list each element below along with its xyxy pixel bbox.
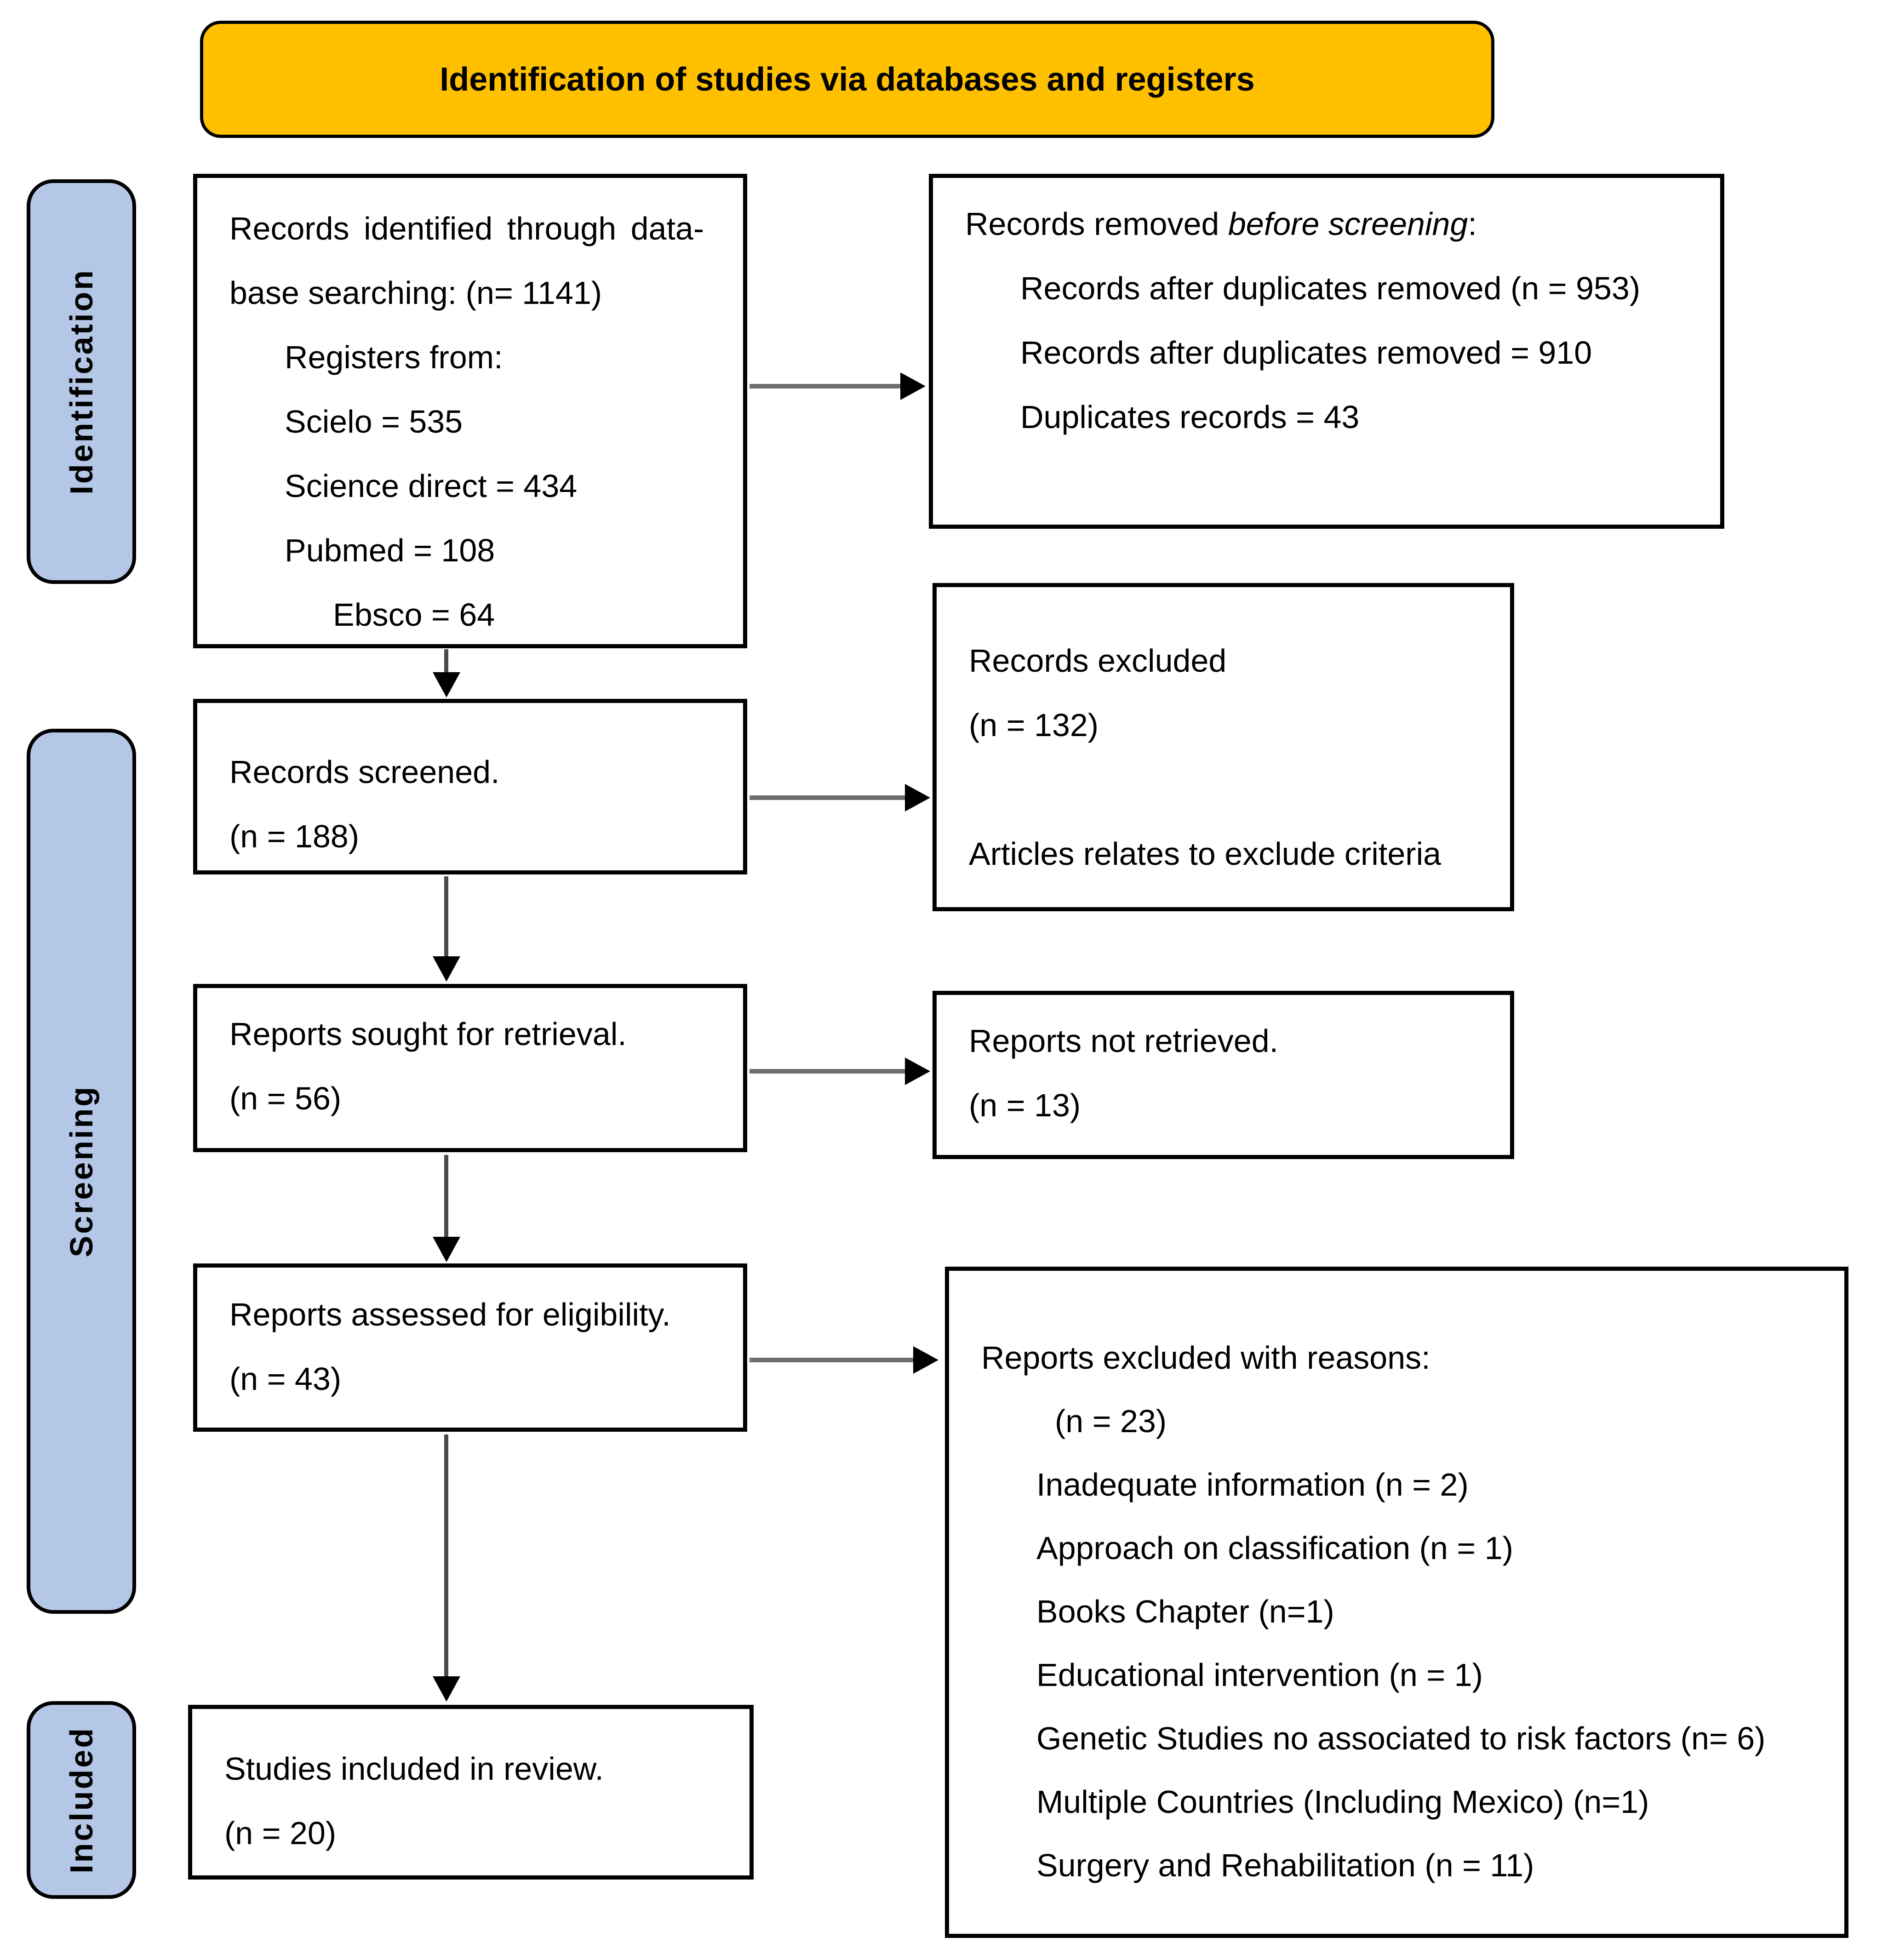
records-removed-heading-prefix: Records removed <box>965 206 1228 242</box>
stage-label-screening-text: Screening <box>63 1085 99 1257</box>
records-identified-line: Scielo = 535 <box>285 404 463 440</box>
records-removed-item: Records after duplicates removed (n = 95… <box>1020 270 1641 306</box>
diagram-title-text: Identification of studies via databases … <box>440 61 1255 98</box>
stage-label-screening: Screening <box>27 729 136 1614</box>
excluded-reason-item: Genetic Studies no associated to risk fa… <box>1036 1720 1766 1756</box>
stage-label-identification-text: Identification <box>63 269 99 495</box>
reports-not-retrieved-count: (n = 13) <box>969 1087 1081 1123</box>
records-identified-line: base searching: (n= 1141) <box>229 275 602 311</box>
arrow-assessed-to-reasons-head <box>913 1346 938 1374</box>
records-identified-line: Ebsco = 64 <box>333 597 495 633</box>
box-reports-sought: Reports sought for retrieval. (n = 56) <box>193 984 747 1152</box>
stage-label-included-text: Included <box>63 1726 99 1874</box>
arrow-sought-to-assessed-head <box>433 1237 460 1262</box>
reports-assessed-label: Reports assessed for eligibility. <box>229 1297 671 1332</box>
records-excluded-label: Records excluded <box>969 643 1227 679</box>
records-removed-item: Records after duplicates removed = 910 <box>1020 335 1592 371</box>
stage-label-identification: Identification <box>27 179 136 584</box>
excluded-reason-item: Surgery and Rehabilitation (n = 11) <box>1036 1847 1534 1883</box>
arrow-identified-to-removed-line <box>749 384 901 389</box>
records-identified-line: Science direct = 434 <box>285 468 578 504</box>
records-removed-item: Duplicates records = 43 <box>1020 399 1360 435</box>
arrow-assessed-to-included-head <box>433 1676 460 1702</box>
records-removed-heading: Records removed before screening: <box>965 192 1706 256</box>
reports-not-retrieved-label: Reports not retrieved. <box>969 1023 1279 1059</box>
studies-included-count: (n = 20) <box>224 1815 337 1851</box>
arrow-identified-to-removed-head <box>900 372 926 400</box>
excluded-reason-item: Books Chapter (n=1) <box>1036 1594 1334 1629</box>
excluded-reason-item: Educational intervention (n = 1) <box>1036 1657 1483 1693</box>
box-records-identified: Records identified through data- base se… <box>193 174 747 648</box>
records-screened-label: Records screened. <box>229 754 500 790</box>
arrow-screened-to-excluded-line <box>749 795 906 800</box>
reports-excluded-reasons-count: (n = 23) <box>1055 1403 1167 1439</box>
records-removed-heading-italic: before screening <box>1228 206 1468 242</box>
box-reports-excluded-reasons: Reports excluded with reasons: (n = 23) … <box>945 1267 1848 1938</box>
excluded-reason-item: Multiple Countries (Including Mexico) (n… <box>1036 1784 1649 1820</box>
box-reports-assessed: Reports assessed for eligibility. (n = 4… <box>193 1263 747 1432</box>
records-screened-count: (n = 188) <box>229 818 360 854</box>
arrow-screened-to-excluded-head <box>905 784 930 811</box>
box-records-removed: Records removed before screening: Record… <box>929 174 1724 529</box>
excluded-reason-item: Inadequate information (n = 2) <box>1036 1467 1469 1503</box>
excluded-reason-item: Approach on classification (n = 1) <box>1036 1530 1513 1566</box>
arrow-screened-to-sought-line <box>444 876 448 957</box>
records-excluded-count: (n = 132) <box>969 707 1099 743</box>
records-removed-heading-suffix: : <box>1468 206 1477 242</box>
records-identified-line: Registers from: <box>285 339 503 375</box>
box-records-excluded: Records excluded (n = 132) Articles rela… <box>933 583 1514 911</box>
arrow-sought-to-not-retrieved-line <box>749 1069 906 1074</box>
stage-label-included: Included <box>27 1701 136 1899</box>
arrow-identified-to-screened-head <box>433 672 460 697</box>
arrow-sought-to-not-retrieved-head <box>905 1057 930 1085</box>
arrow-identified-to-screened-line <box>444 649 448 673</box>
arrow-assessed-to-included-line <box>444 1434 448 1677</box>
reports-assessed-count: (n = 43) <box>229 1361 342 1397</box>
arrow-assessed-to-reasons-line <box>749 1358 914 1362</box>
records-identified-line: Records identified through data- <box>229 211 704 246</box>
box-studies-included: Studies included in review. (n = 20) <box>188 1705 754 1880</box>
box-reports-not-retrieved: Reports not retrieved. (n = 13) <box>933 991 1514 1159</box>
reports-excluded-reasons-heading: Reports excluded with reasons: <box>981 1340 1430 1376</box>
records-identified-line: Pubmed = 108 <box>285 532 495 568</box>
diagram-title-banner: Identification of studies via databases … <box>200 21 1494 138</box>
reports-sought-label: Reports sought for retrieval. <box>229 1016 627 1052</box>
arrow-sought-to-assessed-line <box>444 1155 448 1238</box>
reports-sought-count: (n = 56) <box>229 1080 342 1116</box>
records-excluded-note: Articles relates to exclude criteria <box>969 836 1442 872</box>
studies-included-label: Studies included in review. <box>224 1751 604 1787</box>
arrow-screened-to-sought-head <box>433 956 460 982</box>
box-records-screened: Records screened. (n = 188) <box>193 699 747 874</box>
